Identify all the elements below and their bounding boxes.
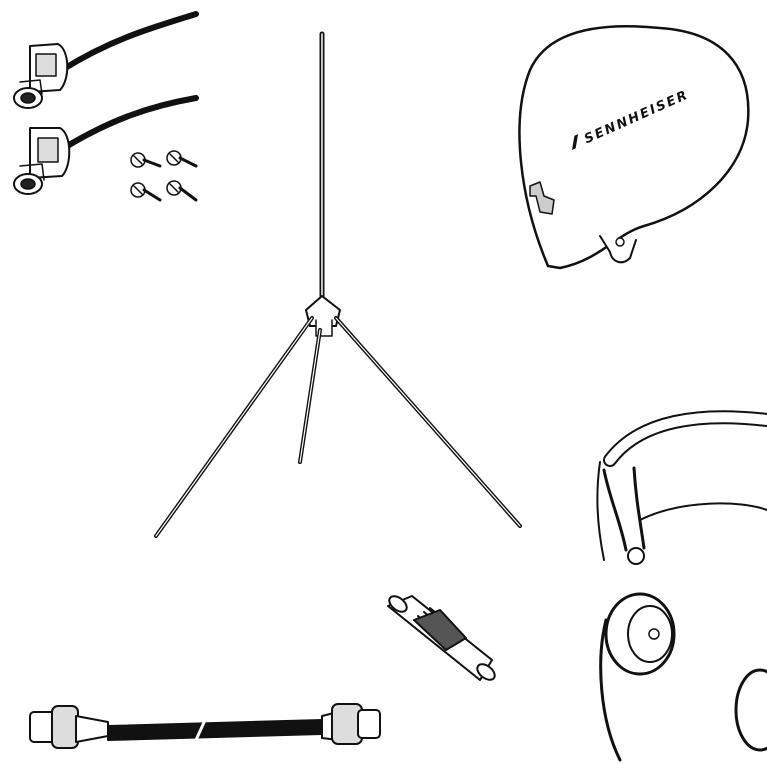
bnc-panel-connector-cable-1 <box>13 11 199 109</box>
bnc-coaxial-cable <box>29 703 381 749</box>
mounting-screw-4 <box>166 180 198 202</box>
mounting-screws <box>130 150 198 202</box>
mounting-screw-2 <box>166 150 198 168</box>
mounting-screw-1 <box>130 152 162 168</box>
ground-plane-antenna <box>154 31 522 538</box>
directional-antenna: SENNHEISER <box>518 25 750 270</box>
sennheiser-logo-icon <box>572 134 579 150</box>
bnc-panel-connector-cable-2 <box>13 95 199 195</box>
mounting-screw-3 <box>130 182 162 202</box>
headphones <box>596 410 767 762</box>
bnc-coupler <box>387 595 496 681</box>
